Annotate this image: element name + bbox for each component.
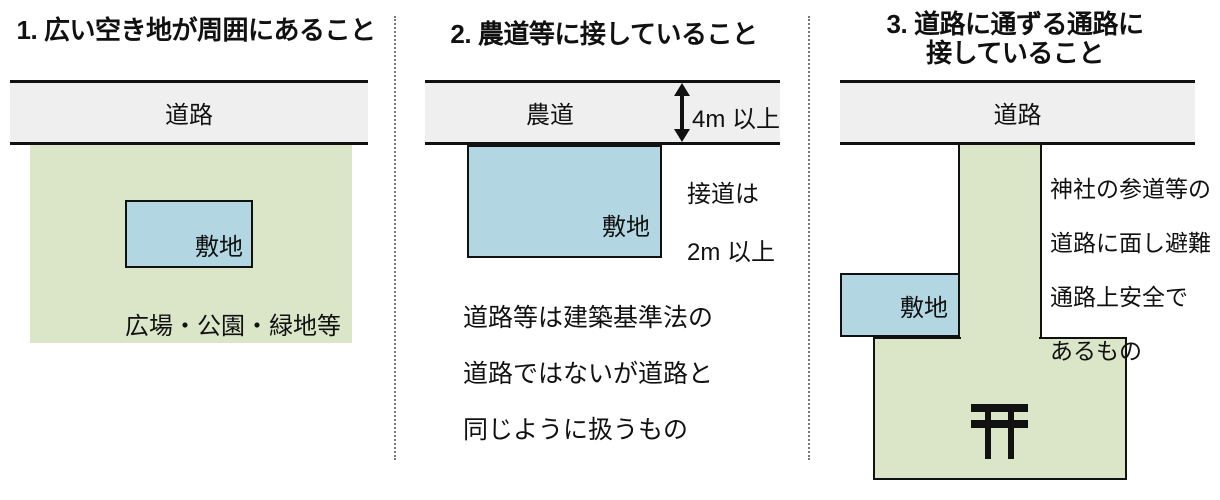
panel2-road-width-label: 4m 以上 [692,106,781,133]
panel2-frontage-note: 接道は 2m 以上 [687,181,776,266]
panel3-note: 神社の参道等の 道路に面し避難 通路上安全で あるもの [1050,176,1211,364]
panel2-road-label: 農道 [526,102,574,129]
panel1-open-space-label: 広場・公園・緑地等 [125,313,341,340]
panel1-site-box: 敷地 [125,200,253,268]
panel3-road-label: 道路 [993,102,1042,129]
torii-gate-icon [971,404,1028,459]
panel2-site-label: 敷地 [602,214,650,241]
panel2-road-band: 農道 [425,80,780,145]
panel1-road-band: 道路 [10,80,368,145]
panel-divider-2 [808,16,810,460]
panel2-site-box: 敷地 [467,145,662,258]
panel3-title: 3. 道路に通ずる通路に 接していること [886,9,1144,68]
panel3-passage-seam [961,336,1039,342]
panel3-site-box: 敷地 [840,273,960,337]
panel3-site-label: 敷地 [900,294,948,322]
panel-divider-1 [394,16,396,460]
panel3-passage-strip [958,145,1042,339]
panel2-title: 2. 農道等に接していること [450,19,758,49]
panel1-site-label: 敷地 [195,234,243,261]
panel2-note: 道路等は建築基準法の 道路ではないが道路と 同じように扱うもの [463,304,714,444]
panel3-road-band: 道路 [840,80,1195,145]
panel1-road-label: 道路 [165,102,213,129]
panel1-title: 1. 広い空き地が周囲にあること [16,15,376,45]
